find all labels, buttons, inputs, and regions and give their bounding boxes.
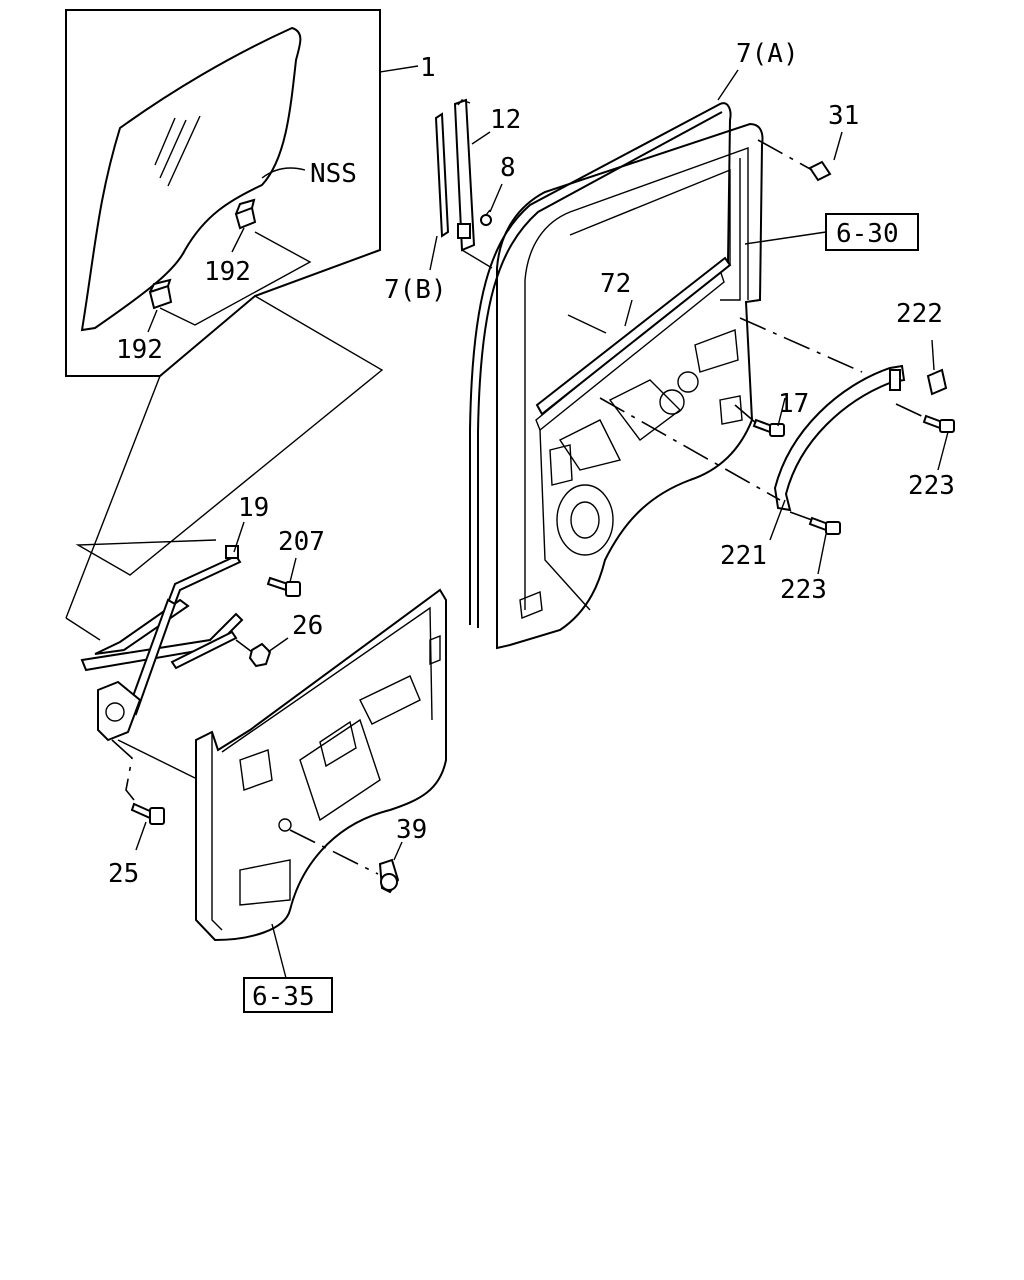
clip-39[interactable] [378, 858, 400, 894]
label-screw-8: 8 [500, 153, 516, 183]
door-trim-panel[interactable] [195, 588, 447, 942]
label-glass-clip-lower: 192 [116, 335, 163, 365]
label-nut-26: 26 [292, 611, 323, 641]
bolt-223-lower[interactable] [808, 516, 841, 535]
nut-26[interactable] [248, 642, 272, 668]
clip-31[interactable] [808, 160, 832, 182]
door-panel[interactable] [496, 122, 764, 650]
glass-run-a[interactable] [469, 102, 732, 628]
label-bolt-223-lower: 223 [780, 575, 827, 605]
bolt-17[interactable] [752, 418, 785, 437]
glass-clip-lower[interactable] [148, 278, 173, 310]
label-trim-222: 222 [896, 299, 943, 329]
label-bolt-207: 207 [278, 527, 325, 557]
sash-72[interactable] [535, 256, 732, 416]
ref-door-trim-label: 6-35 [252, 982, 315, 1012]
door-glass[interactable] [80, 26, 302, 332]
label-bolt-223-upper: 223 [908, 471, 955, 501]
trim-222[interactable] [926, 368, 948, 396]
bolt-207[interactable] [266, 576, 301, 597]
glass-clip-upper[interactable] [234, 198, 257, 230]
label-run-b: 7(B) [384, 275, 447, 305]
ref-door-trim[interactable]: 6-35 [243, 977, 333, 1013]
screw-8[interactable] [480, 209, 492, 226]
label-run-a: 7(A) [736, 39, 799, 69]
label-bolt-25: 25 [108, 859, 139, 889]
ref-door-panel-label: 6-30 [836, 219, 899, 249]
bolt-25[interactable] [130, 802, 165, 825]
label-clip-31: 31 [828, 101, 859, 131]
label-bracket-221: 221 [720, 541, 767, 571]
label-sash: 72 [600, 269, 631, 299]
label-bolt-17: 17 [778, 389, 809, 419]
ref-door-panel[interactable]: 6-30 [825, 213, 919, 251]
bracket-221[interactable] [773, 364, 906, 512]
label-channel: 12 [490, 105, 521, 135]
window-regulator[interactable] [80, 545, 244, 742]
label-regulator: 19 [238, 493, 269, 523]
label-nss: NSS [310, 159, 357, 189]
label-glass-clip-upper: 192 [204, 257, 251, 287]
bolt-223-upper[interactable] [922, 414, 955, 433]
glass-run-b[interactable] [434, 112, 450, 238]
channel-12[interactable] [453, 98, 476, 252]
label-clip-39: 39 [396, 815, 427, 845]
label-glass: 1 [420, 53, 436, 83]
